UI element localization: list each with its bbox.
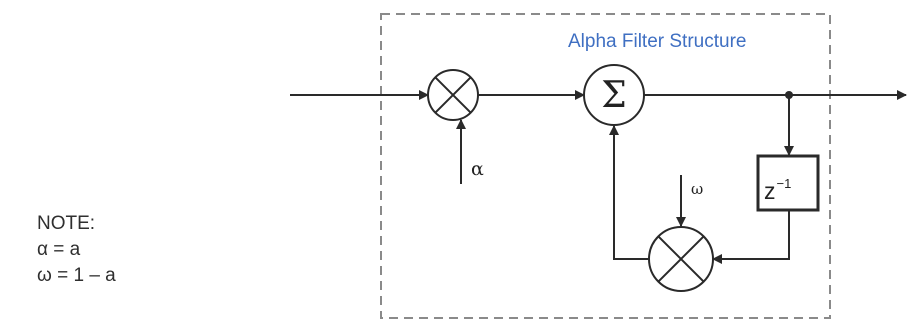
omega-multiplier — [648, 226, 714, 292]
delay-label: z−1 — [764, 176, 791, 205]
feedback-line — [609, 125, 649, 260]
structure-title: Alpha Filter Structure — [568, 31, 747, 52]
alpha-multiplier — [427, 69, 479, 121]
delay-base: z — [764, 178, 776, 204]
omega-label: ω — [691, 180, 704, 198]
delay-exponent: −1 — [776, 176, 792, 191]
structure-boundary — [380, 13, 831, 319]
delay-to-multiplier-line — [712, 210, 790, 264]
alpha-label: α — [471, 158, 484, 180]
sum-symbol: Σ — [601, 75, 627, 116]
note-heading: NOTE: — [37, 213, 96, 234]
note-alpha-definition: α = a — [37, 239, 81, 260]
delay-block — [756, 154, 820, 212]
note-omega-definition: ω = 1 – a — [37, 265, 116, 286]
note-block: NOTE: α = a ω = 1 – a — [37, 211, 116, 289]
